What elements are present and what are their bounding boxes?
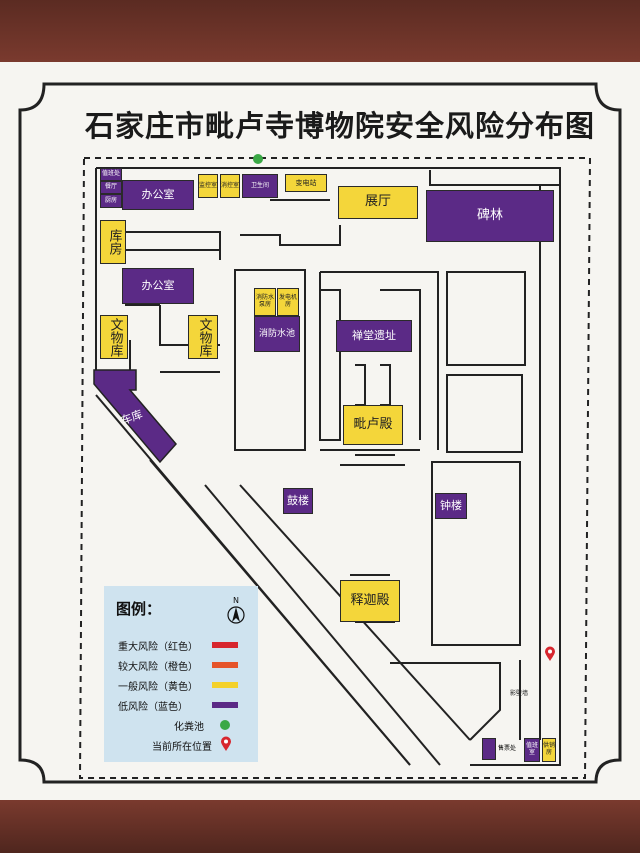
room-bell-tower: 钟楼 [435,493,467,519]
room-monitor: 监控室 [198,174,218,198]
room-drum-tower: 鼓楼 [283,488,313,514]
room-generator: 发电机房 [277,288,299,316]
room-meditation-hall-ruins: 禅堂遗址 [336,320,412,352]
room-ticket-office: 售票处 [497,744,516,752]
room-pilu-hall: 毗卢殿 [343,405,403,445]
room-fire-control: 消控室 [220,174,240,198]
room-fire-pump: 消防水泵房 [254,288,276,316]
room-storage: 库房 [100,220,126,264]
legend-septic-icon [220,720,230,730]
room-exhibition-hall: 展厅 [338,186,418,219]
north-arrow-icon: N [226,596,246,624]
room-restroom: 卫生间 [242,174,278,198]
map-title: 石家庄市毗卢寺博物院安全风险分布图 [84,109,595,143]
room-duty-room: 值班室 [524,738,540,762]
septic-tank-marker [253,154,263,164]
north-label: N [233,596,239,605]
legend-general-risk: 一般风险（黄色） [118,682,198,693]
room-supply: 供销房 [542,738,556,762]
frame-bottom [0,800,640,853]
board-border [18,82,622,784]
legend-panel: 图例： 重大风险（红色） 较大风险（橙色） 一般风险（黄色） 低风险（蓝色） 化… [104,586,258,762]
room-relics-store-east: 文物库 [188,315,218,359]
room-shakyamuni-hall: 释迦殿 [340,580,400,622]
legend-swatch-orange [212,662,238,668]
legend-swatch-blue [212,702,238,708]
legend-large-risk: 较大风险（橙色） [118,662,198,673]
room-ticket-block [482,738,496,760]
legend-current-label: 当前所在位置 [152,742,212,753]
room-stele-forest: 碑林 [426,190,554,242]
room-canteen: 餐厅 [100,181,122,194]
room-fire-pool: 消防水池 [254,316,300,352]
room-relics-store-west: 文物库 [100,315,128,359]
frame-top [0,0,640,62]
label-screen-wall: 影壁墙 [510,690,529,697]
room-office-north: 办公室 [122,180,194,210]
legend-swatch-yellow [212,682,238,688]
legend-major-risk: 重大风险（红色） [118,642,198,653]
room-kitchen: 厨房 [100,194,122,208]
legend-low-risk: 低风险（蓝色） [118,702,188,713]
current-location-icon [545,646,555,661]
legend-location-icon [221,736,231,751]
room-substation: 变电站 [285,174,327,192]
room-office-middle: 办公室 [122,268,194,304]
room-duty-office: 值班处 [100,168,122,181]
room-garage-shape [93,369,177,464]
legend-title: 图例： [116,600,162,618]
legend-swatch-red [212,642,238,648]
legend-septic-label: 化粪池 [174,722,204,733]
